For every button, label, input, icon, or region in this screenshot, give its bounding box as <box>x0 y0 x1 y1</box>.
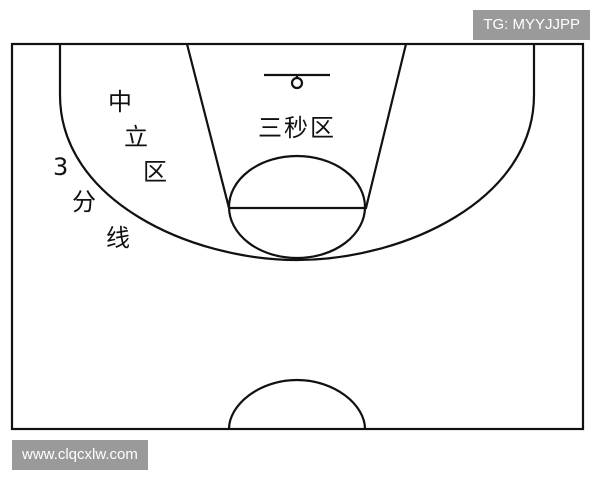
key-label: 三秒区 <box>258 114 336 142</box>
court-boundary <box>10 42 585 431</box>
mid-range-label-3: 区 <box>143 158 167 186</box>
three-point-label-2: 分 <box>72 188 96 216</box>
watermark-bottom: www.clqcxlw.com <box>12 440 148 470</box>
center-circle <box>227 378 367 430</box>
mid-range-label-2: 立 <box>124 123 148 151</box>
mid-range-label-1: 中 <box>108 88 132 116</box>
three-point-label-3: 线 <box>106 224 130 252</box>
key-lane <box>185 43 408 210</box>
three-point-label-1: 3 <box>53 153 68 181</box>
hoop <box>290 76 304 90</box>
free-throw-circle <box>227 154 367 260</box>
watermark-top: TG: MYYJJPP <box>473 10 590 40</box>
three-point-line <box>58 44 536 262</box>
